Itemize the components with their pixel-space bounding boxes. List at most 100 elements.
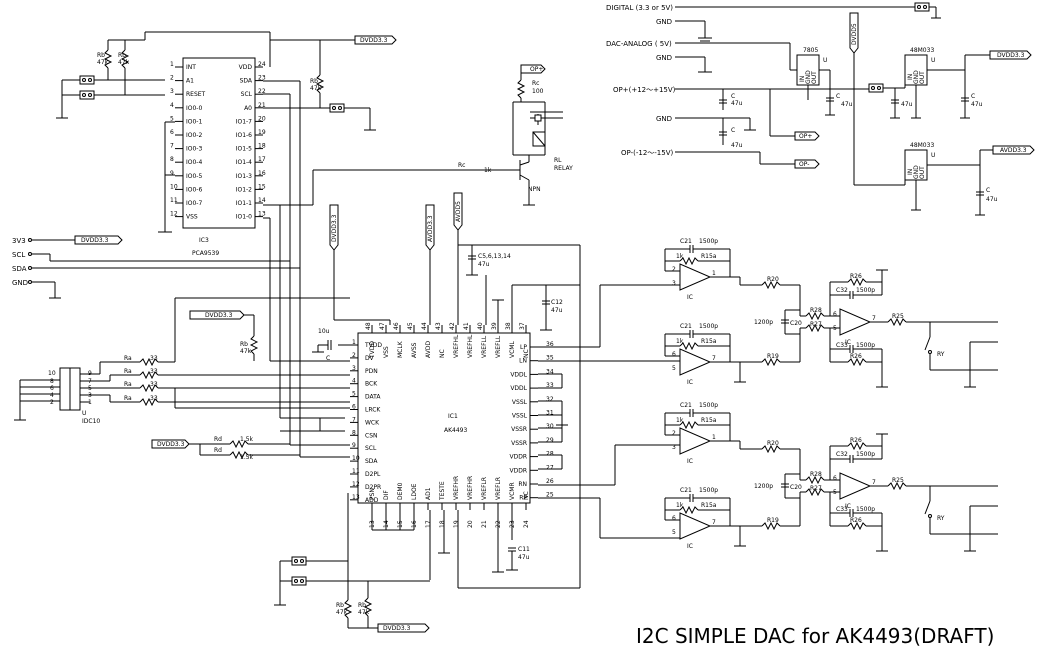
svg-text:R27: R27 xyxy=(810,485,822,492)
reg1-part: 7805 xyxy=(803,47,818,54)
svg-text:C21: C21 xyxy=(680,238,692,245)
svg-text:RY: RY xyxy=(937,515,945,522)
ic1-pin-name: VSSR xyxy=(511,440,527,447)
svg-text:5: 5 xyxy=(672,365,676,372)
ic1-pin-name: D2PL xyxy=(365,471,381,478)
ra-value: 33 xyxy=(150,355,158,362)
svg-text:C32: C32 xyxy=(836,287,848,294)
svg-text:IN: IN xyxy=(907,169,914,175)
ic1-pin-num: 35 xyxy=(546,355,554,362)
ic3-pin-name: IO0-4 xyxy=(186,159,202,166)
svg-text:DVDD3.3: DVDD3.3 xyxy=(205,312,233,319)
ra-value: 33 xyxy=(150,368,158,375)
ic1-pin-name: SDA xyxy=(365,458,378,465)
ic1-pin-name: VSSL xyxy=(512,399,528,406)
svg-text:Rb: Rb xyxy=(240,341,248,348)
ic1-pin-num: 3 xyxy=(352,365,356,372)
net-op-minus-out xyxy=(794,159,820,169)
ic1-pin-num: 29 xyxy=(546,437,554,444)
ic1-pin-num: 10 xyxy=(352,455,360,462)
svg-text:C20: C20 xyxy=(790,484,802,491)
svg-text:1.5k: 1.5k xyxy=(240,436,254,443)
ic1-pin-num: 38 xyxy=(505,322,512,330)
ic1-pin-name: VREFHL xyxy=(467,334,474,358)
ic1-pin-num: 33 xyxy=(546,382,554,389)
ic3-pin-num: 8 xyxy=(170,156,174,163)
svg-text:1500p: 1500p xyxy=(699,323,718,330)
ic1-pin-num: 18 xyxy=(439,520,446,528)
ra-label: Ra xyxy=(124,368,132,375)
label-op-neg-input: OP-(-12〜-15V) xyxy=(621,149,673,157)
ic3-pin-num: 19 xyxy=(258,129,266,136)
ic3-pin-num: 10 xyxy=(170,183,178,190)
ic3-pin-name: INT xyxy=(186,64,196,71)
ic1-pin-num: 2 xyxy=(352,352,356,359)
ic3-pin-name: IO1-7 xyxy=(236,118,252,125)
ic1-pin-name: LDOE xyxy=(411,483,418,500)
svg-text:Rc: Rc xyxy=(532,80,539,87)
svg-text:DVDD5: DVDD5 xyxy=(851,23,858,45)
svg-text:R26: R26 xyxy=(850,353,862,360)
ic3-pin-num: 4 xyxy=(170,102,174,109)
svg-text:5: 5 xyxy=(672,529,676,536)
ic1-pin-name: PDN xyxy=(365,368,378,375)
ic1-pin-num: 43 xyxy=(435,322,442,330)
ic3-pin-name: IO1-6 xyxy=(236,132,252,139)
ra-label: Ra xyxy=(124,395,132,402)
ic3-pin-name: IO0-1 xyxy=(186,118,202,125)
svg-text:47u: 47u xyxy=(971,101,983,108)
svg-text:R19: R19 xyxy=(767,353,779,360)
ic1-pin-num: 36 xyxy=(546,341,554,348)
ic3-pin-name: IO1-5 xyxy=(236,146,252,153)
svg-text:R19: R19 xyxy=(767,517,779,524)
net-avdd-out xyxy=(992,145,1035,155)
svg-text:Rd: Rd xyxy=(214,447,222,454)
ic3-pin-num: 13 xyxy=(258,211,266,218)
ic3-pin-num: 3 xyxy=(170,88,174,95)
ic1-pin-name: NC xyxy=(439,349,446,358)
ic1-pin-num: 4 xyxy=(352,378,356,385)
ic1-pin-num: 44 xyxy=(421,322,428,330)
svg-text:C11: C11 xyxy=(518,546,530,553)
ic1-pin-name: VREFLR xyxy=(495,477,502,500)
svg-text:DVDD3.3: DVDD3.3 xyxy=(997,52,1025,59)
svg-text:R28: R28 xyxy=(810,471,822,478)
ic1-pin-name: TVDD xyxy=(369,341,376,359)
relay-driver: OP+ Rc 100 RL RELAY NPN Rc 1k xyxy=(458,64,573,206)
ic3-pin-name: IO1-4 xyxy=(236,159,252,166)
ic1-pin-num: 32 xyxy=(546,396,554,403)
ic1-pin-name: VCML xyxy=(509,341,516,358)
ic1-pin-num: 8 xyxy=(352,429,356,436)
svg-text:C33: C33 xyxy=(836,342,848,349)
svg-text:DVDD3.3: DVDD3.3 xyxy=(157,441,185,448)
svg-text:R25: R25 xyxy=(892,313,904,320)
ic3-pin-num: 17 xyxy=(258,156,266,163)
net-dvdd-rd xyxy=(151,439,190,449)
ic3-part: PCA9539 xyxy=(192,250,219,257)
ic1-pin-name: DATA xyxy=(365,394,381,401)
svg-text:47u: 47u xyxy=(901,101,913,108)
svg-text:Rc: Rc xyxy=(458,162,465,169)
ic1-pin-num: 11 xyxy=(352,468,360,475)
ic1-pin-name: VDDR xyxy=(509,454,527,461)
svg-text:Rb: Rb xyxy=(118,52,126,59)
svg-text:47u: 47u xyxy=(731,142,743,149)
svg-text:IC: IC xyxy=(687,379,693,386)
svg-text:1200p: 1200p xyxy=(754,483,773,490)
svg-text:R28: R28 xyxy=(810,307,822,314)
svg-text:R27: R27 xyxy=(810,321,822,328)
svg-text:1k: 1k xyxy=(676,338,684,345)
ic3-pin-num: 18 xyxy=(258,143,266,150)
svg-text:7: 7 xyxy=(872,479,876,486)
ic1-pin-num: 39 xyxy=(491,322,498,330)
svg-text:Rd: Rd xyxy=(214,436,222,443)
svg-text:IC: IC xyxy=(845,503,851,510)
svg-text:1500p: 1500p xyxy=(856,451,875,458)
ic1-pin-name: RP xyxy=(519,495,527,502)
ic3-pin-name: SCL xyxy=(241,91,253,98)
ic1-pin-num: 37 xyxy=(519,322,526,330)
ic1-body xyxy=(357,332,531,504)
net-dvdd-bottom xyxy=(377,623,430,633)
ic3-ref: IC3 xyxy=(199,237,209,244)
net-op-plus-out xyxy=(794,131,820,141)
